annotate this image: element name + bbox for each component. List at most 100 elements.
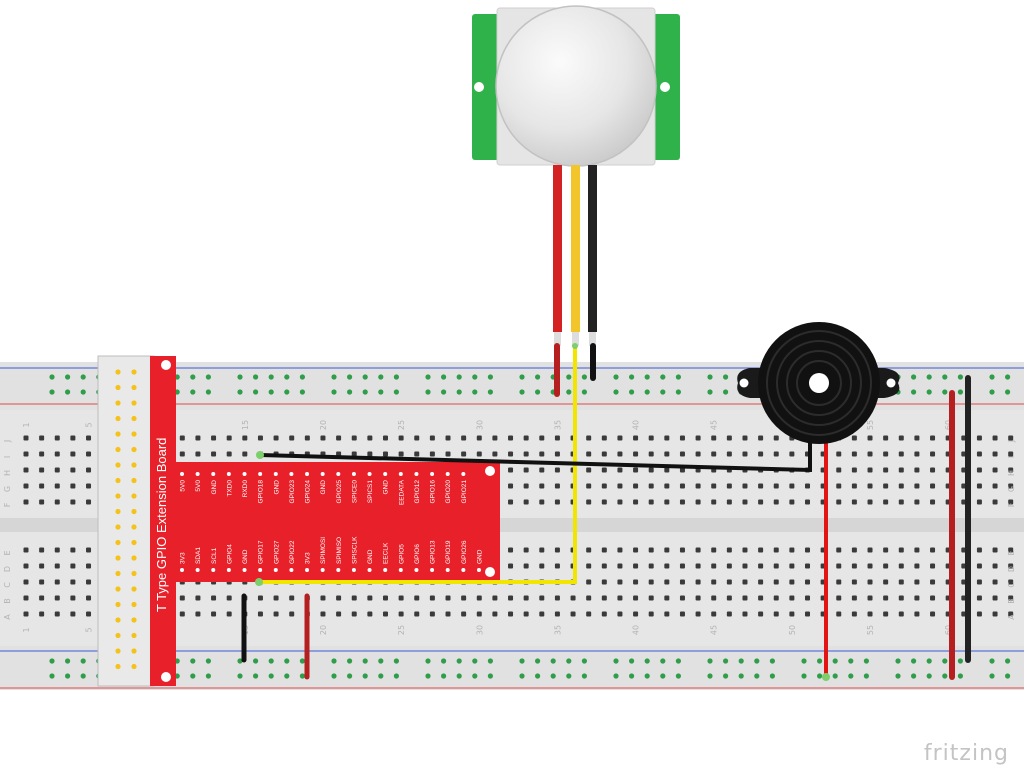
rail-hole: [989, 673, 995, 679]
buzzer-ring: [796, 360, 842, 406]
header-pin: [131, 632, 137, 639]
breadboard-hole: [679, 483, 685, 489]
header-pin: [115, 555, 121, 561]
breadboard-hole: [461, 611, 467, 617]
breadboard-hole: [539, 547, 545, 553]
rail-hole: [487, 389, 493, 395]
breadboard-hole: [867, 595, 873, 601]
gpio-pin-dot: [226, 568, 231, 572]
rail-hole: [378, 673, 384, 679]
breadboard-hole: [992, 467, 998, 473]
rail-hole: [237, 673, 243, 679]
breadboard-hole: [711, 547, 717, 553]
breadboard-hole: [867, 435, 873, 441]
header-pin: [131, 648, 137, 654]
breadboard-hole: [476, 611, 482, 617]
breadboard-hole: [70, 451, 76, 457]
breadboard-hole: [805, 499, 810, 505]
breadboard-hole: [898, 563, 904, 569]
breadboard-hole: [664, 499, 670, 505]
gpio-pin-label: SPICE0: [351, 480, 358, 504]
column-label: 40: [632, 420, 641, 430]
gpio-pin-dot: [414, 568, 419, 572]
breadboard-hole: [758, 483, 764, 489]
rail-hole: [205, 673, 211, 679]
breadboard-hole: [664, 483, 670, 489]
gpio-pin-label: GND: [367, 549, 374, 564]
breadboard-hole: [86, 451, 92, 457]
breadboard-hole: [914, 611, 920, 617]
gpio-pin-label: EECLK: [383, 542, 390, 564]
breadboard-hole: [742, 579, 748, 585]
gpio-pin-dot: [351, 472, 356, 476]
breadboard-hole: [726, 499, 732, 505]
breadboard-hole: [836, 611, 842, 617]
breadboard-hole: [664, 563, 670, 569]
breadboard-hole: [86, 547, 92, 553]
breadboard-hole: [867, 499, 873, 505]
rail-hole: [723, 673, 729, 679]
breadboard-hole: [836, 595, 842, 601]
breadboard-hole: [679, 595, 685, 601]
breadboard-hole: [539, 499, 545, 505]
rail-hole: [456, 658, 462, 664]
breadboard-hole: [523, 467, 529, 473]
mount-hole: [660, 82, 670, 92]
column-label: 30: [475, 420, 484, 430]
gpio-board-body: [150, 356, 500, 686]
rail-hole: [268, 658, 274, 664]
rail-hole: [284, 374, 290, 380]
breadboard-hole: [539, 451, 545, 457]
breadboard-hole: [601, 611, 607, 617]
breadboard-hole: [273, 435, 279, 441]
gpio-pin-dot: [211, 472, 216, 476]
gpio-pin-dot: [273, 472, 278, 476]
rail-hole: [487, 658, 493, 664]
rail-hole: [519, 389, 525, 395]
breadboard-hole: [351, 595, 357, 601]
breadboard-hole: [805, 595, 810, 601]
breadboard-hole: [86, 595, 92, 601]
breadboard-hole: [539, 611, 545, 617]
breadboard-hole: [508, 451, 514, 457]
column-label: 30: [475, 625, 484, 635]
rail-hole: [49, 374, 55, 380]
breadboard-hole: [773, 579, 779, 585]
header-pin: [131, 617, 137, 623]
breadboard-hole: [508, 467, 514, 473]
breadboard-hole: [851, 579, 857, 585]
breadboard-hole: [867, 483, 873, 489]
breadboard-hole: [742, 499, 748, 505]
row-label: J: [3, 440, 12, 443]
breadboard-hole: [382, 595, 388, 601]
breadboard-hole: [461, 595, 467, 601]
breadboard-hole: [742, 547, 748, 553]
rail-hole: [299, 673, 305, 679]
rail-hole: [629, 658, 635, 664]
rail-hole: [472, 658, 478, 664]
gpio-pin-dot: [226, 472, 231, 476]
rail-hole: [848, 658, 854, 664]
rail-hole: [550, 658, 556, 664]
rail-hole: [769, 673, 776, 679]
breadboard-hole: [789, 451, 795, 457]
rail-hole: [331, 389, 337, 395]
rail-hole: [660, 389, 666, 395]
gpio-pin-label: GPIO22: [289, 540, 296, 564]
header-pin: [131, 524, 137, 530]
rail-hole: [738, 673, 744, 679]
breadboard-hole: [976, 467, 982, 473]
row-label: J: [1007, 440, 1016, 443]
breadboard-hole: [320, 595, 326, 601]
rail-hole: [644, 658, 650, 664]
breadboard-hole: [726, 547, 732, 553]
breadboard-hole: [758, 563, 764, 569]
rail-hole: [49, 658, 55, 664]
gpio-pin-label: GPIO6: [414, 544, 421, 564]
rail-hole: [299, 374, 305, 380]
mount-hole: [161, 360, 171, 370]
breadboard-hole: [445, 611, 451, 617]
breadboard-hole: [382, 451, 388, 457]
breadboard-hole: [226, 451, 232, 457]
breadboard-hole: [930, 435, 936, 441]
